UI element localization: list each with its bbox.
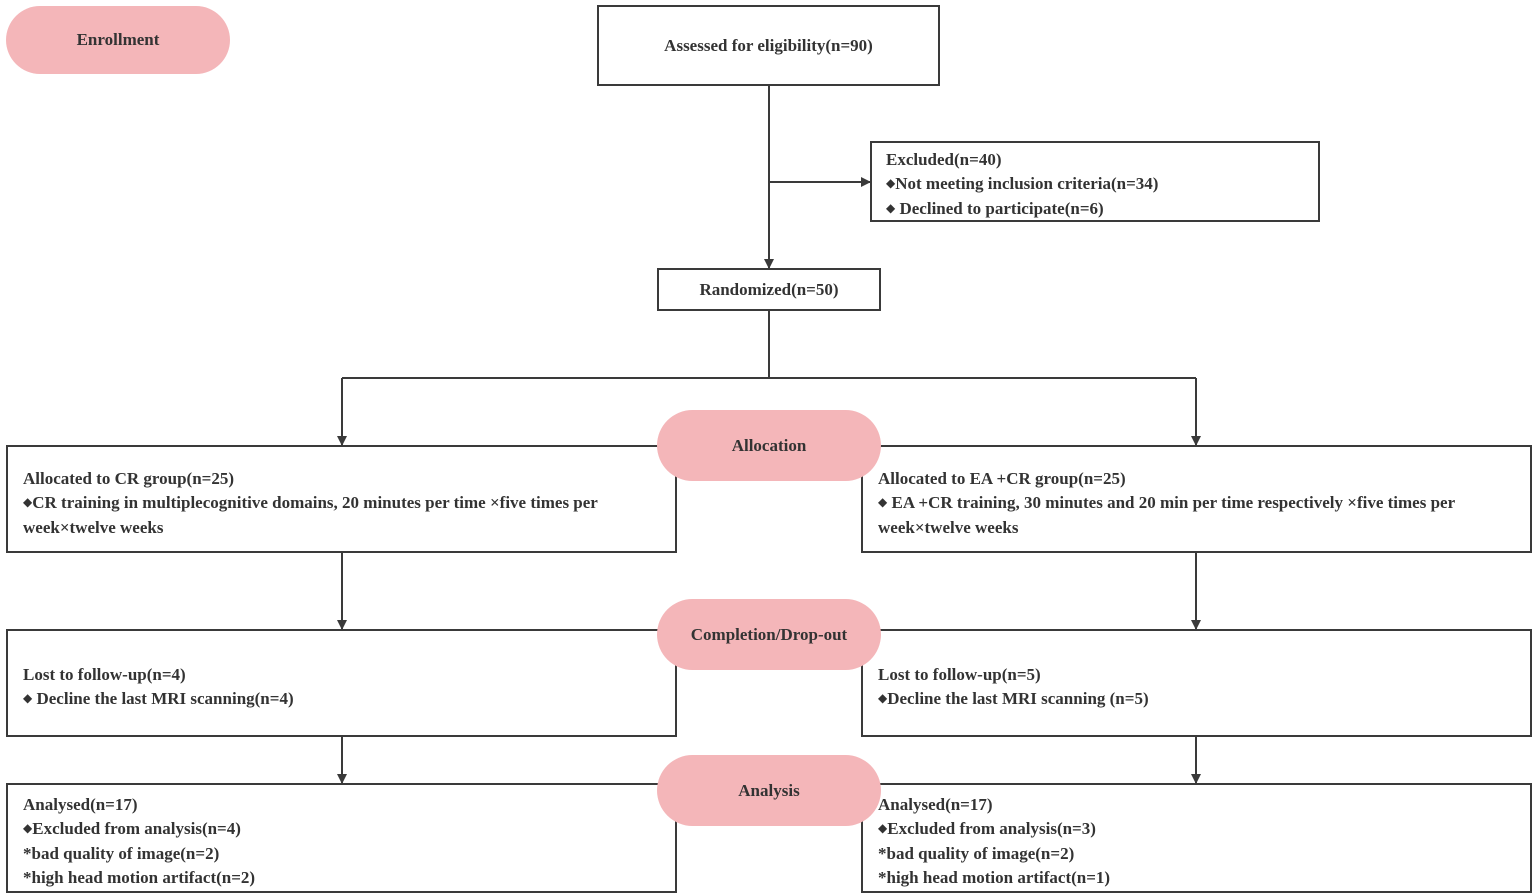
excluded-box: Excluded(n=40) ◆Not meeting inclusion cr… [870,141,1320,222]
ea-analysed-title: Analysed(n=17) [878,795,993,814]
ea-analysed-box: Analysed(n=17) ◆Excluded from analysis(n… [861,783,1532,893]
cr-lost-title: Lost to follow-up(n=4) [23,665,186,684]
assessed-label: Assessed for eligibility(n=90) [664,35,873,55]
stage-analysis: Analysis [657,755,881,826]
stage-allocation: Allocation [657,410,881,481]
diamond-bullet-icon: ◆ [878,495,888,509]
cr-allocated-box: Allocated to CR group(n=25) ◆CR training… [6,445,677,553]
excluded-title: Excluded(n=40) [886,150,1002,169]
cr-lost-box: Lost to follow-up(n=4) ◆ Decline the las… [6,629,677,737]
cr-excluded-analysis: Excluded from analysis(n=4) [32,819,241,838]
cr-lost-detail-row: ◆ Decline the last MRI scanning(n=4) [23,687,665,712]
excluded-item: ◆Not meeting inclusion criteria(n=34) [886,172,1318,197]
cr-bad-quality: *bad quality of image(n=2) [23,844,220,863]
randomized-label: Randomized(n=50) [699,279,839,299]
cr-motion: *high head motion artifact(n=2) [23,868,256,887]
cr-analysed-box: Analysed(n=17) ◆Excluded from analysis(n… [6,783,677,893]
ea-lost-detail: Decline the last MRI scanning (n=5) [887,689,1149,708]
cr-allocated-title: Allocated to CR group(n=25) [23,469,235,488]
cr-allocated-detail: CR training in multiplecognitive domains… [23,493,598,537]
diamond-bullet-icon: ◆ [23,495,33,509]
randomized-box: Randomized(n=50) [657,268,881,311]
diamond-bullet-icon: ◆ [23,821,33,835]
cr-analysed-title: Analysed(n=17) [23,795,138,814]
stage-enrollment: Enrollment [6,6,230,74]
diamond-bullet-icon: ◆ [878,821,888,835]
excluded-item-text: Not meeting inclusion criteria(n=34) [895,174,1159,193]
diamond-bullet-icon: ◆ [23,691,33,705]
cr-lost-detail: Decline the last MRI scanning(n=4) [36,689,294,708]
ea-bad-quality: *bad quality of image(n=2) [878,844,1075,863]
diamond-bullet-icon: ◆ [886,176,896,190]
excluded-item-text: Declined to participate(n=6) [899,199,1104,218]
ea-allocated-detail-row: ◆ EA +CR training, 30 minutes and 20 min… [878,493,1455,537]
ea-lost-detail-row: ◆Decline the last MRI scanning (n=5) [878,687,1520,712]
ea-allocated-title: Allocated to EA +CR group(n=25) [878,469,1126,488]
excluded-item: ◆ Declined to participate(n=6) [886,197,1318,222]
ea-excluded-analysis-row: ◆Excluded from analysis(n=3) [878,817,1520,842]
ea-excluded-analysis: Excluded from analysis(n=3) [887,819,1096,838]
ea-allocated-box: Allocated to EA +CR group(n=25) ◆ EA +CR… [861,445,1532,553]
ea-lost-title: Lost to follow-up(n=5) [878,665,1041,684]
cr-excluded-analysis-row: ◆Excluded from analysis(n=4) [23,817,665,842]
ea-motion: *high head motion artifact(n=1) [878,868,1111,887]
assessed-box: Assessed for eligibility(n=90) [597,5,940,86]
cr-allocated-detail-row: ◆CR training in multiplecognitive domain… [23,493,598,537]
ea-lost-box: Lost to follow-up(n=5) ◆Decline the last… [861,629,1532,737]
diamond-bullet-icon: ◆ [878,691,888,705]
stage-completion: Completion/Drop-out [657,599,881,670]
ea-allocated-detail: EA +CR training, 30 minutes and 20 min p… [878,493,1455,537]
diamond-bullet-icon: ◆ [886,201,896,215]
